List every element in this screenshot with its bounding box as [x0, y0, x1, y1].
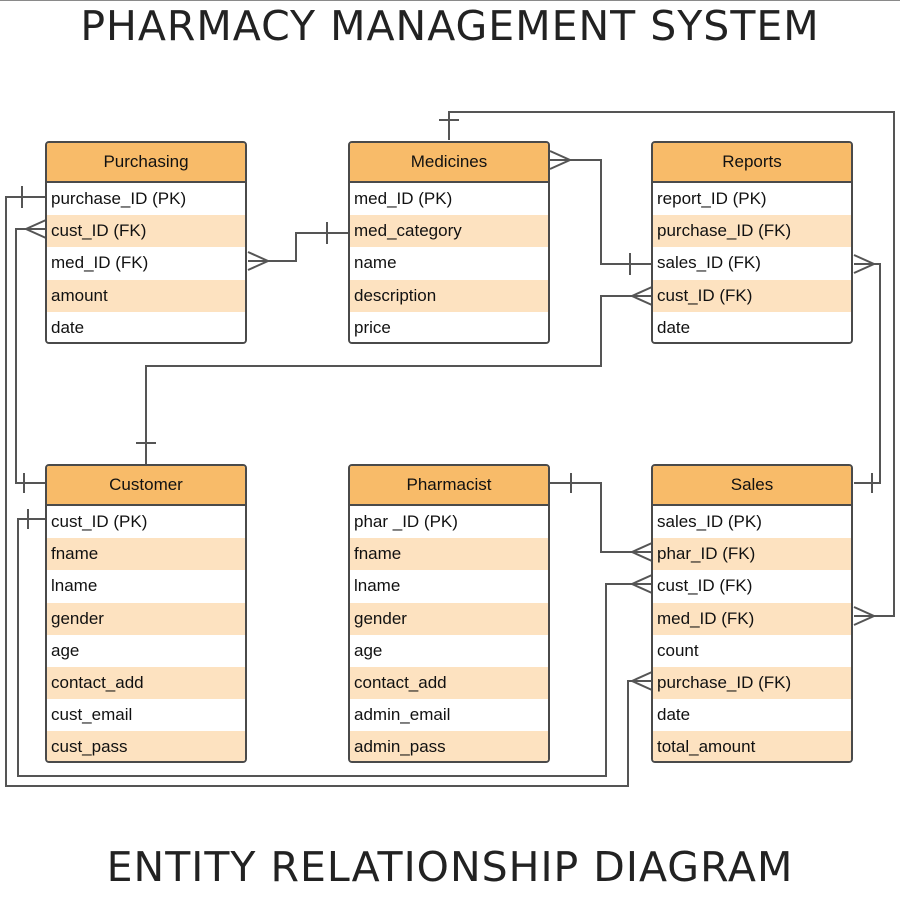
attribute: age: [47, 634, 245, 667]
entity-sales: Sales sales_ID (PK) phar_ID (FK) cust_ID…: [651, 464, 853, 764]
attribute: contact_add: [350, 666, 548, 700]
connector-customer-sales: [17, 518, 652, 777]
connector-customer-purchasing: [15, 228, 46, 484]
attribute: fname: [47, 538, 245, 571]
attribute: report_ID (PK): [653, 183, 851, 216]
attribute: cust_pass: [47, 731, 245, 762]
attribute: date: [47, 311, 245, 342]
crowfoot-purchasing-medid: [247, 251, 271, 271]
attribute: count: [653, 634, 851, 667]
entity-purchasing: Purchasing purchase_ID (PK) cust_ID (FK)…: [45, 141, 247, 344]
attribute: cust_ID (FK): [47, 215, 245, 248]
attribute: total_amount: [653, 731, 851, 762]
entity-header: Customer: [47, 466, 245, 506]
attribute: cust_ID (FK): [653, 570, 851, 603]
attribute: date: [653, 699, 851, 732]
attribute: med_ID (FK): [653, 602, 851, 635]
attribute: lname: [47, 570, 245, 603]
crowfoot-sales-pharid: [629, 542, 653, 562]
crowfoot-reports-custid: [629, 286, 653, 306]
attribute: phar _ID (PK): [350, 506, 548, 539]
connector-reports-sales: [854, 263, 881, 484]
top-rule: [0, 0, 900, 1]
crowfoot-medicines-header: [549, 150, 573, 170]
attribute: phar_ID (FK): [653, 538, 851, 571]
crowfoot-sales-medid: [853, 606, 877, 626]
entity-header: Sales: [653, 466, 851, 506]
attribute: purchase_ID (PK): [47, 183, 245, 216]
entity-pharmacist: Pharmacist phar _ID (PK) fname lname gen…: [348, 464, 550, 764]
attribute: sales_ID (FK): [653, 247, 851, 280]
entity-header: Medicines: [350, 143, 548, 183]
connector-purchasing-medicines: [248, 232, 348, 262]
attribute: fname: [350, 538, 548, 571]
entity-header: Reports: [653, 143, 851, 183]
entity-medicines: Medicines med_ID (PK) med_category name …: [348, 141, 550, 344]
connector-medicines-sales: [448, 111, 895, 617]
connector-medicines-reports: [550, 159, 652, 265]
attribute: gender: [350, 602, 548, 635]
connector-customer-reports: [145, 295, 652, 464]
attribute: admin_email: [350, 699, 548, 732]
attribute: med_ID (FK): [47, 247, 245, 280]
crowfoot-purchasing-custid: [23, 219, 47, 239]
attribute: lname: [350, 570, 548, 603]
attribute: amount: [47, 279, 245, 312]
attribute: admin_pass: [350, 731, 548, 762]
attribute: price: [350, 311, 548, 342]
crowfoot-reports-salesid: [853, 254, 877, 274]
attribute: cust_ID (PK): [47, 506, 245, 539]
entity-customer: Customer cust_ID (PK) fname lname gender…: [45, 464, 247, 764]
diagram-title: PHARMACY MANAGEMENT SYSTEM: [80, 2, 820, 50]
entity-header: Pharmacist: [350, 466, 548, 506]
attribute: gender: [47, 602, 245, 635]
attribute: age: [350, 634, 548, 667]
attribute: purchase_ID (FK): [653, 215, 851, 248]
crowfoot-sales-purchaseid: [629, 671, 653, 691]
diagram-subtitle: ENTITY RELATIONSHIP DIAGRAM: [106, 843, 794, 891]
attribute: cust_ID (FK): [653, 279, 851, 312]
entity-header: Purchasing: [47, 143, 245, 183]
attribute: purchase_ID (FK): [653, 666, 851, 700]
attribute: description: [350, 279, 548, 312]
attribute: med_category: [350, 215, 548, 248]
attribute: contact_add: [47, 666, 245, 700]
attribute: date: [653, 311, 851, 342]
connector-pharmacist-sales: [550, 482, 652, 553]
attribute: med_ID (PK): [350, 183, 548, 216]
attribute: cust_email: [47, 699, 245, 732]
entity-reports: Reports report_ID (PK) purchase_ID (FK) …: [651, 141, 853, 344]
crowfoot-sales-custid: [629, 574, 653, 594]
attribute: sales_ID (PK): [653, 506, 851, 539]
attribute: name: [350, 247, 548, 280]
